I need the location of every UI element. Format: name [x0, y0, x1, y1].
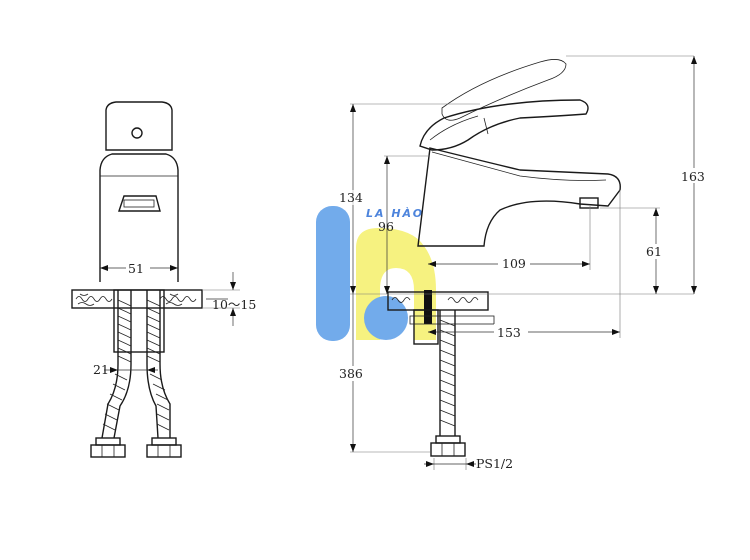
front-hex-nut-right [146, 437, 182, 458]
front-view: 51 10～15 21 [71, 101, 256, 458]
watermark-text: LA HÀO [366, 206, 424, 220]
side-shank [413, 309, 439, 345]
front-body [99, 153, 179, 282]
watermark-blue-dot [364, 296, 408, 340]
dim-hose-386: 386 [339, 366, 363, 381]
side-aerator [579, 197, 599, 209]
front-hose-right [146, 290, 159, 439]
dim-total-163: 163 [681, 169, 705, 184]
side-spout [417, 147, 621, 247]
side-hose [439, 310, 456, 436]
front-aerator [118, 195, 161, 212]
front-hex-nut-left [90, 437, 126, 458]
side-lever-raised [441, 59, 567, 121]
front-hose-left [101, 290, 119, 439]
dim-width-51: 51 [128, 261, 144, 276]
watermark-blue-bar [316, 206, 350, 341]
dim-height-61: 61 [646, 244, 662, 259]
dim-height-96: 96 [378, 219, 394, 234]
dim-depth-153: 153 [497, 325, 521, 340]
dim-base-10-15: 10～15 [212, 297, 256, 312]
dim-reach-109: 109 [502, 256, 526, 271]
side-view: 134 96 109 61 163 386 [337, 55, 711, 471]
side-hex-nut [430, 435, 466, 457]
dim-thread-ps12: PS1/2 [476, 456, 513, 471]
front-handle-cap [105, 101, 173, 151]
front-handle-screw [131, 127, 143, 139]
dim-hose-21: 21 [93, 362, 109, 377]
dim-height-134: 134 [339, 190, 363, 205]
watermark-logo: LA HÀO [316, 206, 436, 341]
side-lever [419, 99, 589, 151]
front-shank [113, 289, 165, 353]
side-fixing-nut [424, 290, 432, 324]
